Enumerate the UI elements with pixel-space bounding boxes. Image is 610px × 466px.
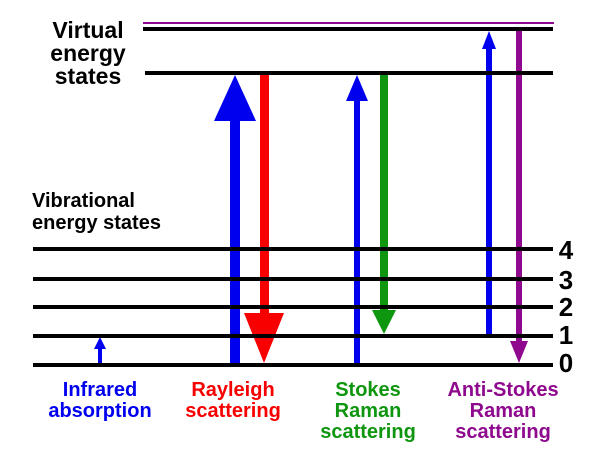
label-line: energy <box>50 40 126 66</box>
label-line: absorption <box>48 400 152 422</box>
stokes-up-arrow-head <box>346 75 368 101</box>
level-number-0: 0 <box>558 348 574 378</box>
rayleigh-down-arrow-shaft <box>260 75 269 317</box>
virtual-level-upper-accent-line <box>143 22 554 24</box>
infrared-arrow-up-head <box>94 337 106 349</box>
anti-stokes-down-arrow-shaft <box>516 27 522 342</box>
level-number-3: 3 <box>558 265 574 295</box>
label-line: Anti-Stokes <box>447 379 559 401</box>
rayleigh-up-arrow-shaft <box>230 115 240 363</box>
rayleigh-scattering-label: Rayleigh scattering <box>158 380 308 422</box>
virtual-level-lower-line <box>145 71 553 75</box>
anti-stokes-down-arrow-head <box>510 341 528 363</box>
level-number-4: 4 <box>558 235 574 265</box>
vibrational-energy-states-label: Vibrational energy states <box>32 190 161 234</box>
label-line: Stokes <box>335 379 401 401</box>
label-line: Vibrational <box>32 190 135 212</box>
label-line: scattering <box>320 421 416 443</box>
stokes-raman-scattering-label: Stokes Raman scattering <box>293 380 443 443</box>
stokes-up-arrow-shaft <box>354 97 360 363</box>
anti-stokes-up-arrow-head <box>482 31 496 49</box>
infrared-arrow-shaft <box>98 347 102 363</box>
label-line: scattering <box>185 400 281 422</box>
vibrational-level-0-line <box>33 363 553 367</box>
label-line: Virtual <box>52 17 124 43</box>
anti-stokes-raman-scattering-label: Anti-Stokes Raman scattering <box>418 380 588 443</box>
anti-stokes-up-arrow-shaft <box>486 46 492 334</box>
level-number-2: 2 <box>558 292 574 322</box>
rayleigh-down-arrow-head <box>244 313 284 363</box>
virtual-level-upper-line <box>143 27 553 31</box>
vibrational-level-1-line <box>33 334 553 338</box>
vibrational-level-2-line <box>33 305 553 309</box>
label-line: states <box>54 63 122 89</box>
label-line: Raman <box>469 400 537 422</box>
label-line: energy states <box>32 212 161 234</box>
stokes-down-arrow-shaft <box>380 75 388 313</box>
label-line: scattering <box>455 421 551 443</box>
level-number-1: 1 <box>558 320 574 350</box>
label-line: Raman <box>334 400 402 422</box>
infrared-absorption-label: Infrared absorption <box>25 380 175 422</box>
vibrational-level-3-line <box>33 277 553 281</box>
rayleigh-up-arrow-head <box>214 75 256 121</box>
vibrational-level-4-line <box>33 247 553 251</box>
virtual-energy-states-label: Virtual energy states <box>18 19 158 88</box>
stokes-down-arrow-head <box>372 310 396 334</box>
label-line: Infrared <box>62 379 138 401</box>
label-line: Rayleigh <box>191 379 275 401</box>
